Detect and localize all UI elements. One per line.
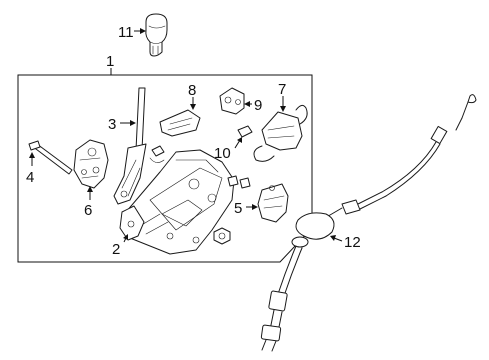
connector-clip [149, 125, 253, 163]
callout-10: 10 [214, 145, 231, 162]
callout-leaders [29, 28, 343, 243]
position-sensor [257, 183, 289, 223]
callout-1: 1 [106, 53, 114, 70]
shift-cable [260, 94, 477, 352]
callout-3: 3 [108, 116, 116, 133]
callout-4: 4 [26, 169, 34, 186]
retainer-clips [227, 175, 251, 189]
cover-plate [159, 109, 201, 137]
shifter-housing [125, 149, 235, 255]
side-bracket [73, 139, 109, 189]
mounting-nut [213, 227, 231, 245]
callout-8: 8 [188, 82, 196, 99]
pivot-pin [28, 140, 73, 175]
shift-lever [113, 87, 147, 205]
callout-6: 6 [84, 202, 92, 219]
housing-bracket [119, 205, 145, 241]
callout-12: 12 [344, 234, 361, 251]
callout-11: 11 [118, 24, 134, 41]
callout-2: 2 [112, 241, 120, 258]
callout-9: 9 [254, 97, 262, 114]
callout-5: 5 [234, 200, 242, 217]
lock-solenoid [219, 87, 245, 115]
shift-knob [145, 13, 168, 57]
callout-7: 7 [278, 81, 286, 98]
wiring-harness [253, 104, 308, 162]
